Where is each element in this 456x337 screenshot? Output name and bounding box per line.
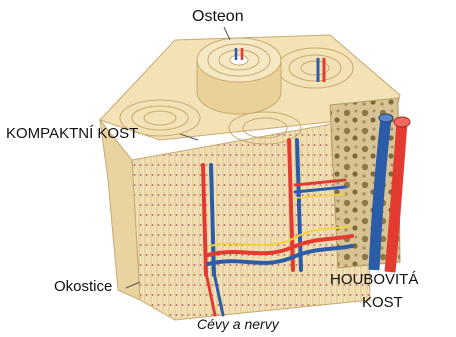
- periosteum-layer: [100, 120, 140, 300]
- spongy-bone-label-line2: KOST: [362, 295, 403, 310]
- osteon-cylinder: [197, 38, 281, 114]
- compact-bone-label: KOMPAKTNÍ KOST: [6, 126, 138, 141]
- periosteum-label: Okostice: [54, 279, 112, 294]
- vessels-and-nerves-label: Cévy a nervy: [197, 317, 279, 331]
- spongy-bone-label-line1: HOUBOVITÁ: [330, 272, 418, 287]
- osteon-label: Osteon: [192, 9, 244, 25]
